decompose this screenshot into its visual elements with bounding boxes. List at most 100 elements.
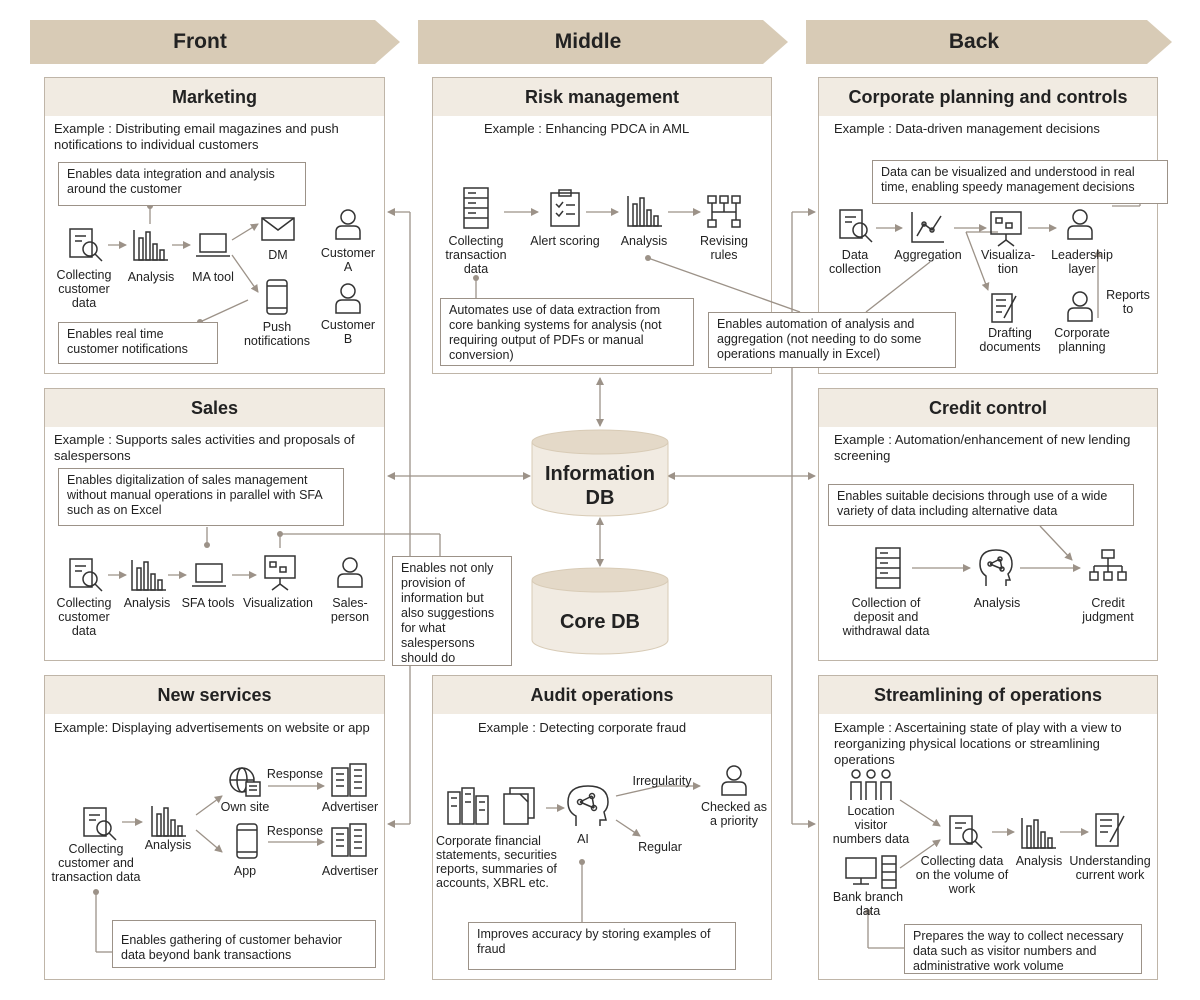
corporate-label-data: Data collection: [828, 248, 882, 276]
buildings-icon: [447, 787, 489, 825]
presentation-icon: [264, 555, 296, 591]
person-icon: [335, 283, 361, 314]
newsvc-label-adv1: Advertiser: [321, 800, 379, 814]
stream-label-branch: Bank branch data: [832, 890, 904, 918]
stream-label-loc: Location visitor numbers data: [832, 804, 910, 846]
credit-example: Example : Automation/enhancement of new …: [834, 432, 1131, 463]
risk-note: Automates use of data extraction from co…: [440, 298, 694, 366]
mail-icon: [261, 217, 295, 241]
laptop-icon: [196, 233, 230, 257]
column-back-label: Back: [948, 30, 1000, 53]
document-search-icon: [949, 815, 983, 849]
person-icon: [721, 765, 747, 796]
corporate-label-agg: Aggregation: [894, 248, 962, 262]
newsvc-label-site: Own site: [220, 800, 270, 814]
flow-rules-icon: [707, 195, 741, 228]
smartphone-icon: [266, 279, 288, 315]
sales-label-analysis: Analysis: [123, 596, 171, 610]
column-back: Back: [806, 20, 1172, 64]
ai-head-icon: [567, 785, 609, 826]
marketing-label-push: Push notifications: [243, 320, 310, 348]
credit-label-collect: Collection of deposit and withdrawal dat…: [842, 596, 930, 638]
corporate-example: Example : Data-driven management decisio…: [834, 121, 1100, 136]
sales-label-sfa: SFA tools: [181, 596, 235, 610]
stream-note: Prepares the way to collect necessary da…: [904, 924, 1142, 974]
core-db-icon: [531, 567, 669, 655]
bar-chart-icon: [131, 560, 166, 591]
panel-corporate-planning: Corporate planning and controls: [818, 77, 1158, 374]
ai-head-icon: [979, 549, 1013, 586]
bar-chart-icon: [627, 196, 662, 227]
stream-label-analysis: Analysis: [1015, 854, 1063, 868]
risk-label-analysis: Analysis: [620, 234, 668, 248]
automation-note: Enables automation of analysis and aggre…: [708, 312, 956, 368]
column-middle-label: Middle: [554, 30, 622, 53]
credit-title: Credit control: [819, 389, 1157, 427]
bar-chart-icon: [151, 806, 186, 837]
server-icon: [463, 187, 489, 229]
marketing-label-custB: Customer B: [320, 318, 376, 346]
newsvc-label-collect: Collecting customer and transaction data: [51, 842, 141, 884]
person-icon: [335, 209, 361, 240]
corporate-label-vis: Visualiza- tion: [981, 248, 1035, 276]
risk-label-revise: Revising rules: [700, 234, 748, 262]
audit-example: Example : Detecting corporate fraud: [478, 720, 687, 735]
buildings-icon: [331, 823, 367, 857]
marketing-note-realtime: Enables real time customer notifications: [58, 322, 218, 364]
corporate-label-leader: Leadership layer: [1051, 248, 1113, 276]
audit-note: Improves accuracy by storing examples of…: [468, 922, 736, 970]
newsvc-label-adv2: Advertiser: [321, 864, 379, 878]
people-group-icon: [850, 769, 892, 800]
marketing-label-collect: Collecting customer data: [56, 268, 112, 310]
person-icon: [1067, 291, 1093, 322]
marketing-title: Marketing: [45, 78, 384, 116]
newsvc-label-app: App: [233, 864, 257, 878]
document-pen-icon: [991, 293, 1017, 323]
core-db-label: Core DB: [559, 611, 640, 633]
sales-label-vis: Visualization: [243, 596, 313, 610]
column-front-label: Front: [173, 30, 227, 53]
risk-example: Example : Enhancing PDCA in AML: [484, 121, 690, 136]
globe-web-icon: [229, 767, 261, 797]
document-pen-icon: [1095, 813, 1125, 847]
document-search-icon: [69, 228, 103, 262]
information-db-icon: [531, 429, 669, 517]
column-middle: Middle: [418, 20, 788, 64]
server-icon: [875, 547, 901, 589]
stream-title: Streamlining of operations: [819, 676, 1157, 714]
newsvc-label-resp1: Response: [266, 767, 324, 781]
line-graph-icon: [911, 212, 944, 243]
audit-title: Audit operations: [433, 676, 771, 714]
marketing-label-ma: MA tool: [192, 270, 234, 284]
audit-label-irregular: Irregularity: [632, 774, 692, 788]
newsvc-label-resp2: Response: [266, 824, 324, 838]
bar-chart-icon: [1021, 818, 1056, 849]
sales-label-person: Sales- person: [330, 596, 370, 624]
newsvc-example: Example: Displaying advertisements on we…: [54, 720, 370, 735]
sales-note-digitalization: Enables digitalization of sales manageme…: [58, 468, 344, 526]
risk-label-alert: Alert scoring: [530, 234, 600, 248]
document-search-icon: [69, 558, 103, 592]
marketing-note-integration: Enables data integration and analysis ar…: [58, 162, 306, 206]
marketing-example: Example : Distributing email magazines a…: [54, 121, 339, 152]
column-front: Front: [30, 20, 400, 64]
document-search-icon: [839, 209, 873, 243]
laptop-icon: [192, 563, 226, 587]
clipboard-icon: [550, 189, 580, 227]
marketing-label-custA: Customer A: [320, 246, 376, 274]
corporate-label-draft: Drafting documents: [979, 326, 1041, 354]
risk-title: Risk management: [433, 78, 771, 116]
sales-label-collect: Collecting customer data: [56, 596, 112, 638]
bar-chart-icon: [133, 230, 168, 261]
org-chart-icon: [1089, 549, 1127, 581]
corporate-label-corp: Corporate planning: [1054, 326, 1110, 354]
audit-label-regular: Regular: [638, 840, 682, 854]
newsvc-title: New services: [45, 676, 384, 714]
marketing-label-dm: DM: [268, 248, 288, 262]
document-search-icon: [83, 807, 117, 841]
information-db-label: Information DB: [545, 463, 655, 509]
sales-title: Sales: [45, 389, 384, 427]
person-icon: [337, 557, 363, 588]
credit-label-judge: Credit judgment: [1082, 596, 1134, 624]
stream-example: Example : Ascertaining state of play wit…: [834, 720, 1122, 767]
